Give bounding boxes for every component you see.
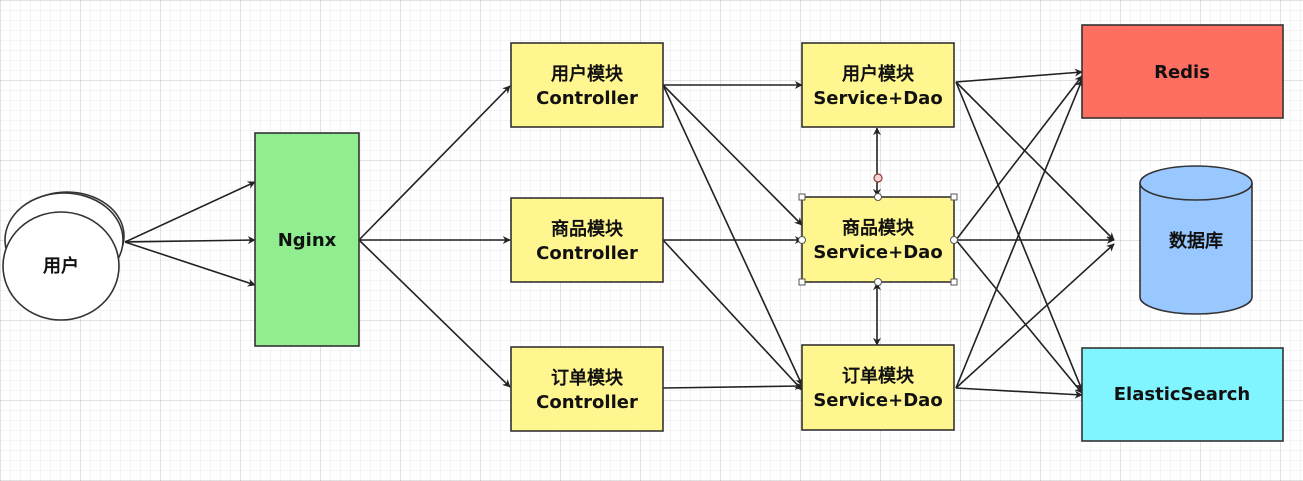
user-service-box xyxy=(801,42,955,128)
product-service-box xyxy=(801,196,955,283)
connection-point-bottom[interactable] xyxy=(874,278,882,286)
connection-point-left[interactable] xyxy=(798,236,806,244)
product-controller-label-line1: 商品模块 xyxy=(551,218,624,240)
resize-handle-top-left[interactable] xyxy=(798,193,806,201)
edge-user-nginx-1 xyxy=(124,181,256,243)
elasticsearch-label: ElasticSearch xyxy=(1114,384,1250,405)
product-service-label-line1: 商品模块 xyxy=(842,217,915,239)
product-controller-node[interactable]: 商品模块 Controller xyxy=(510,197,664,283)
edge-user-service-database xyxy=(955,81,1115,241)
connection-point-right[interactable] xyxy=(950,236,958,244)
resize-handle-bottom-right[interactable] xyxy=(950,278,958,286)
user-service-node[interactable]: 用户模块 Service+Dao xyxy=(801,42,955,128)
order-controller-label-line1: 订单模块 xyxy=(551,367,624,389)
product-controller-label-line2: Controller xyxy=(536,243,638,264)
database-node[interactable]: 数据库 xyxy=(1139,165,1253,315)
selection-handles[interactable] xyxy=(798,173,958,286)
redis-box xyxy=(1081,24,1284,119)
edge-order-service-database xyxy=(955,243,1115,389)
order-controller-box xyxy=(510,346,664,432)
user-node-label: 用户 xyxy=(43,255,79,277)
redis-node[interactable]: Redis xyxy=(1081,24,1284,119)
edge-product-service-redis xyxy=(955,75,1083,241)
order-controller-node[interactable]: 订单模块 Controller xyxy=(510,346,664,432)
edge-nginx-order-controller xyxy=(358,239,511,388)
edge-product-controller-order-service xyxy=(662,239,803,391)
database-cylinder-top xyxy=(1139,165,1253,201)
edge-nginx-user-controller xyxy=(358,85,511,241)
user-node[interactable]: 用户 xyxy=(2,191,125,321)
edge-order-controller-order-service xyxy=(662,382,803,391)
edges xyxy=(124,68,1115,399)
rotation-handle[interactable] xyxy=(873,173,883,183)
user-controller-label-line2: Controller xyxy=(536,88,638,109)
resize-handle-top-right[interactable] xyxy=(950,193,958,201)
order-service-label-line2: Service+Dao xyxy=(813,390,942,411)
database-label: 数据库 xyxy=(1169,230,1223,252)
nginx-node[interactable]: Nginx xyxy=(254,132,360,347)
redis-label: Redis xyxy=(1154,62,1210,83)
connection-point-top[interactable] xyxy=(874,193,882,201)
edge-product-service-elasticsearch xyxy=(955,239,1083,394)
edge-order-service-redis xyxy=(955,79,1083,389)
product-service-label-line2: Service+Dao xyxy=(813,242,942,263)
edge-user-controller-order-service xyxy=(662,84,803,386)
order-controller-label-line2: Controller xyxy=(536,392,638,413)
product-controller-box xyxy=(510,197,664,283)
user-service-label-line1: 用户模块 xyxy=(842,63,915,85)
user-controller-label-line1: 用户模块 xyxy=(551,63,624,85)
elasticsearch-box xyxy=(1081,347,1284,442)
user-service-label-line2: Service+Dao xyxy=(813,88,942,109)
resize-handle-bottom-left[interactable] xyxy=(798,278,806,286)
edge-user-nginx-2 xyxy=(124,236,256,245)
nginx-node-label: Nginx xyxy=(278,230,337,251)
edge-user-controller-product-service xyxy=(662,84,803,226)
user-node-front-shape xyxy=(2,211,120,321)
nginx-node-box xyxy=(254,132,360,347)
user-controller-node[interactable]: 用户模块 Controller xyxy=(510,42,664,128)
order-service-label-line1: 订单模块 xyxy=(842,365,915,387)
edge-order-service-elasticsearch xyxy=(955,387,1083,399)
product-service-node[interactable]: 商品模块 Service+Dao xyxy=(798,173,958,286)
order-service-box xyxy=(801,344,955,431)
order-service-node[interactable]: 订单模块 Service+Dao xyxy=(801,344,955,431)
edge-user-nginx-3 xyxy=(124,241,256,287)
elasticsearch-node[interactable]: ElasticSearch xyxy=(1081,347,1284,442)
edge-user-service-redis xyxy=(955,68,1083,83)
user-controller-box xyxy=(510,42,664,128)
database-cylinder-body xyxy=(1139,183,1253,315)
